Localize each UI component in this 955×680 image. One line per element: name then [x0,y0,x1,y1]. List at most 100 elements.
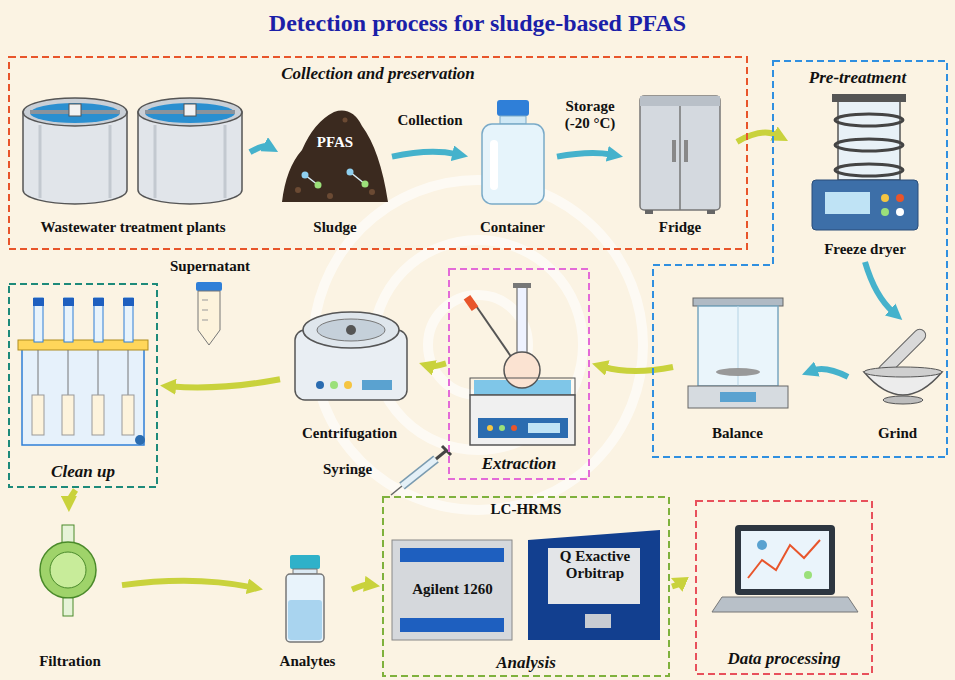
flow-arrow [737,133,777,142]
mortar-pestle-icon [864,327,942,404]
balance-icon [688,386,788,408]
step-label: Q Exactive Orbitrap [550,548,640,583]
step-figure: Analytes [265,545,350,672]
syringe-icon [442,446,451,455]
lc-instrument-icon [392,540,512,640]
laptop-icon [804,571,812,579]
ms-instrument-icon [585,614,611,628]
spe-manifold-icon [38,350,39,395]
syringe-filter-icon [50,552,86,588]
group-subheading: LC-HRMS [491,501,562,518]
centrifuge-icon [295,312,407,400]
container-bottle-icon [482,100,544,204]
ms-instrument-icon [528,530,660,640]
balance-icon [693,298,783,306]
freeze-dryer-icon [812,180,918,230]
flow-arrow [352,584,368,589]
freeze-dryer-icon [835,164,903,176]
syringe-icon [436,450,447,459]
flow-arrow [122,581,251,587]
group-outline [695,500,873,675]
flow-arrow [672,583,682,587]
group-outline [653,61,947,457]
spe-manifold-icon [93,298,104,306]
edge-label-slot: Collection [388,112,472,129]
flow-arrow [392,152,456,157]
centrifuge-icon [330,381,338,389]
balance-icon [716,368,760,376]
flow-arrow [69,490,76,500]
syringe-filter-icon [40,542,96,598]
syringe-icon [391,486,402,495]
spe-manifold-icon [68,350,69,395]
sludge-pile-icon [369,189,375,195]
balance-icon [720,392,756,402]
spe-manifold-icon [63,298,74,306]
fridge-icon [645,210,653,214]
step-figure: Container [470,90,555,238]
analyte-vial-icon [286,555,324,642]
spe-manifold-icon [64,298,73,342]
ultrasonic-extraction-icon [472,300,512,358]
step-figure: Fridge [625,90,735,238]
treatment-tank-icon [138,112,242,204]
spe-manifold-icon [92,395,104,435]
sludge-pile-icon [343,118,348,123]
ultrasonic-extraction-icon [504,352,540,388]
step-label: Filtration [39,653,101,670]
lc-instrument-icon [400,618,504,632]
group-heading: Data processing [728,649,841,669]
ultrasonic-extraction-icon [513,283,531,288]
edge-label-slot: Storage (-20 °C) [557,98,623,133]
spe-manifold-icon [62,395,74,435]
stage-group: Data processing [695,500,873,675]
supernatant-tube-icon [196,282,222,291]
treatment-tank-icon [23,98,127,126]
treatment-tank-icon [69,104,81,116]
spe-manifold-icon [135,435,145,445]
freeze-dryer-icon [838,100,900,180]
analyte-vial-icon [293,569,317,574]
treatment-tank-icon [145,103,235,123]
ultrasonic-extraction-icon [470,378,575,395]
freeze-dryer-icon [896,194,904,202]
container-bottle-icon [482,124,544,204]
figure-tag: PFAS [317,134,353,151]
spe-manifold-icon [18,340,148,350]
freeze-dryer-icon [835,114,903,126]
spe-manifold-icon [33,298,44,306]
flow-arrow [557,153,611,157]
ms-instrument-icon [528,530,660,640]
centrifuge-icon [303,312,399,348]
spe-manifold-icon [18,298,148,445]
syringe-icon [402,459,436,486]
step-label: Agilent 1260 [412,581,492,598]
syringe-icon [391,446,451,495]
flow-arrow [172,379,280,387]
fridge-icon [707,210,715,214]
ultrasonic-extraction-icon [478,418,568,438]
laptop-icon [712,525,858,612]
step-figure: Centrifugation [282,282,417,444]
treatment-tank-icon [145,110,235,114]
sludge-pile-icon [295,187,301,193]
analyte-vial-icon [290,555,320,569]
supernatant-tube-icon [202,300,208,301]
watermark-rings [313,180,643,510]
title-band: Detection process for sludge-based PFAS [0,10,955,38]
ultrasonic-extraction-icon [487,425,493,431]
step-figure: Wastewater treatment plants [18,90,248,238]
container-bottle-icon [490,140,498,190]
fridge-icon [684,140,688,162]
flow-arrow [604,367,674,371]
freeze-dryer-icon [835,139,903,151]
edge-label: Storage (-20 °C) [557,98,623,133]
mortar-pestle-icon [876,327,928,379]
group-outline [383,497,669,676]
ultrasonic-extraction-icon [511,425,517,431]
ultrasonic-extraction-icon [528,423,560,433]
step-label: Fridge [659,219,702,236]
group-outline [448,268,590,480]
